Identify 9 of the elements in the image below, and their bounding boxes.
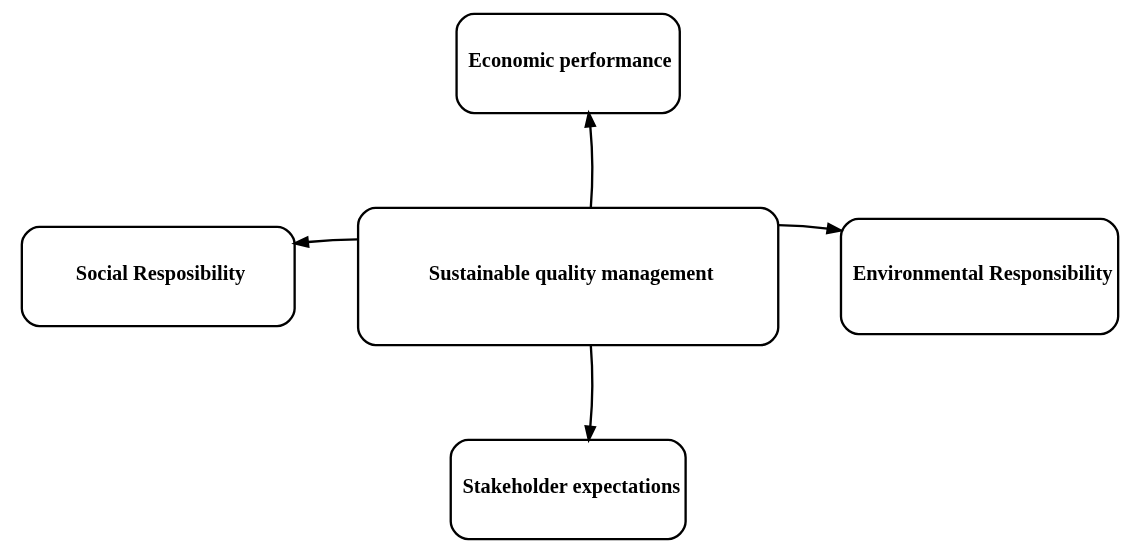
arrow (583, 345, 597, 444)
node-box: Stakeholder expectations (449, 438, 687, 541)
arrow (290, 235, 358, 249)
node-box: Sustainable quality management (356, 206, 779, 347)
node-box: Economic performance (454, 12, 681, 115)
arrow (583, 109, 597, 208)
node-box: Social Resposibility (20, 225, 296, 328)
node-box: Environmental Responsibility (839, 217, 1119, 336)
arrow (777, 222, 844, 235)
